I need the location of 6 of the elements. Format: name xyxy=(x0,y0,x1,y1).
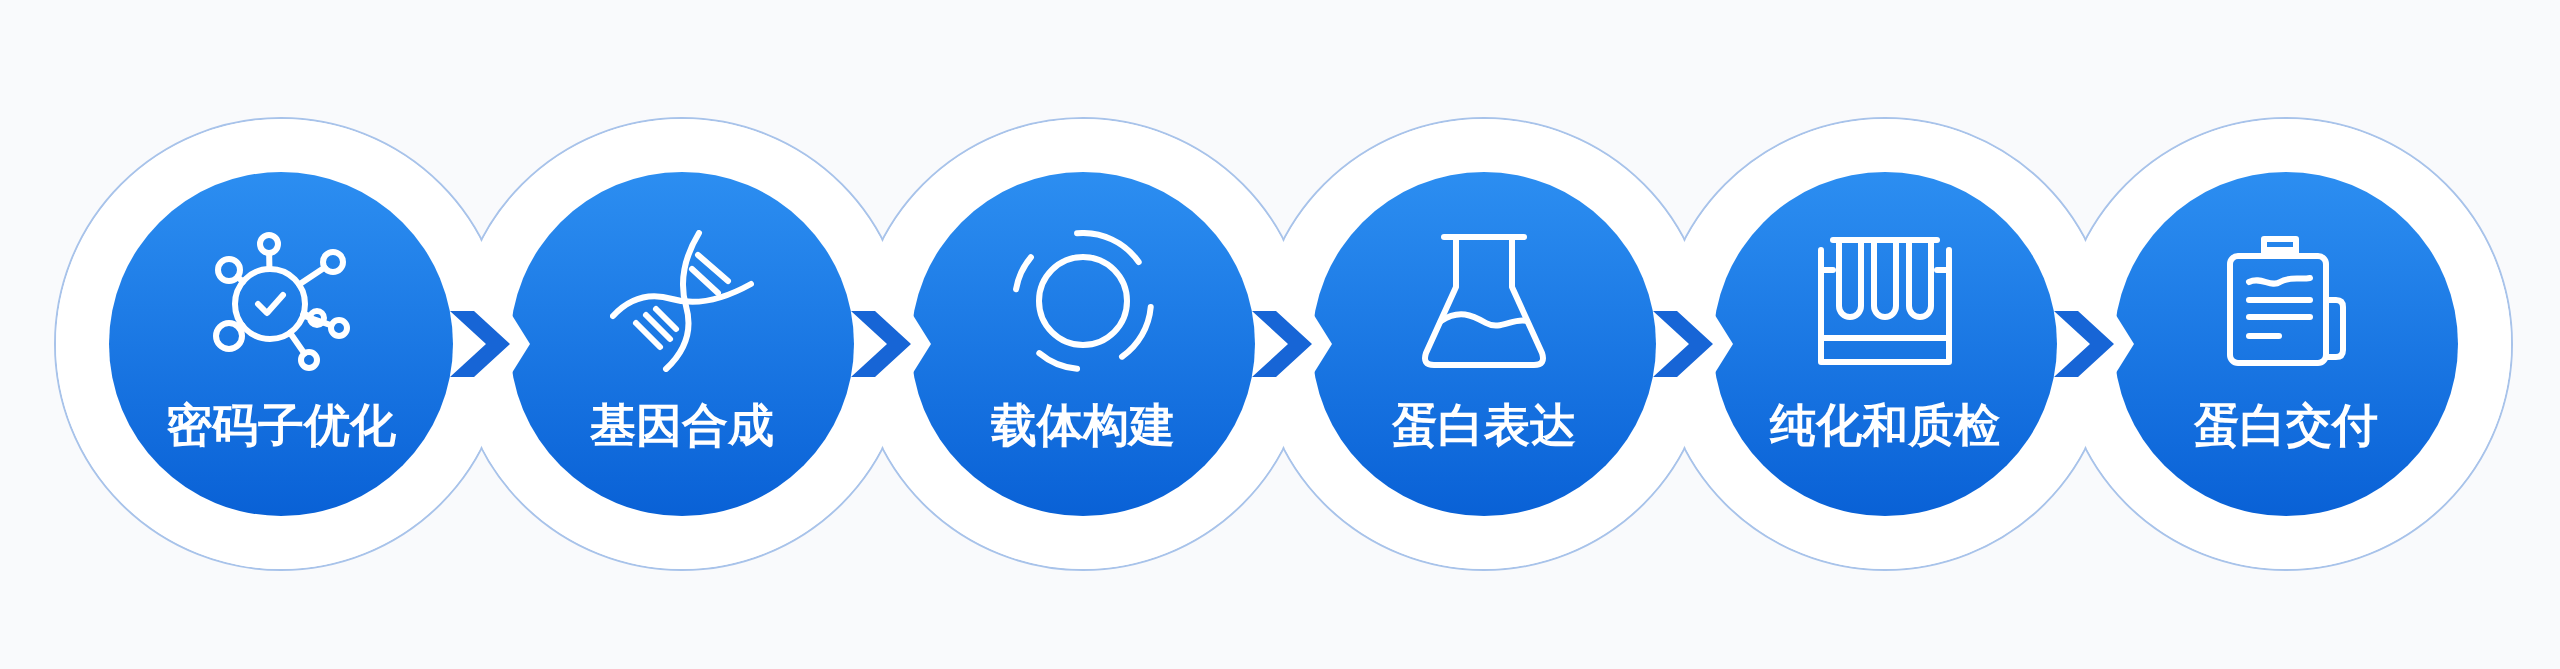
step-label: 密码子优化 xyxy=(166,402,396,448)
step-label: 蛋白表达 xyxy=(1392,402,1576,448)
step-label: 载体构建 xyxy=(991,402,1175,448)
step-label: 纯化和质检 xyxy=(1770,402,2000,448)
step-label: 蛋白交付 xyxy=(2194,402,2378,448)
step-label: 基因合成 xyxy=(590,402,774,448)
